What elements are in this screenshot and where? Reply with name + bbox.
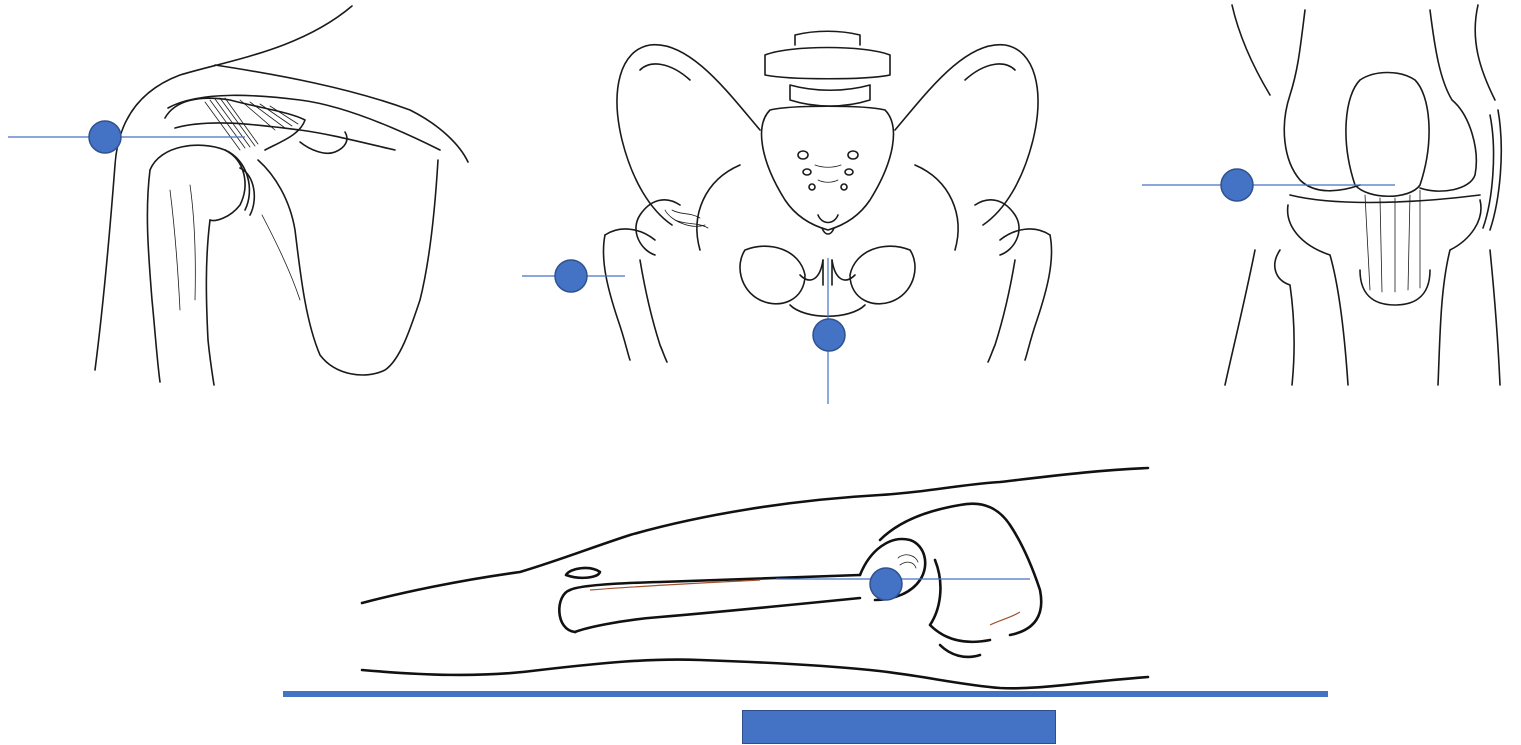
baseline-bar	[283, 691, 1328, 697]
knee-joint-illustration	[1225, 5, 1501, 385]
pubic-symphysis-marker[interactable]	[813, 319, 845, 351]
hip-side-marker[interactable]	[870, 568, 902, 600]
shoulder-joint-illustration	[95, 6, 468, 385]
hip-marker[interactable]	[555, 260, 587, 292]
knee-marker[interactable]	[1221, 169, 1253, 201]
shoulder-marker[interactable]	[89, 121, 121, 153]
markers	[89, 121, 1253, 600]
bottom-label-box	[742, 710, 1056, 744]
leg-side-view-illustration	[362, 468, 1148, 688]
